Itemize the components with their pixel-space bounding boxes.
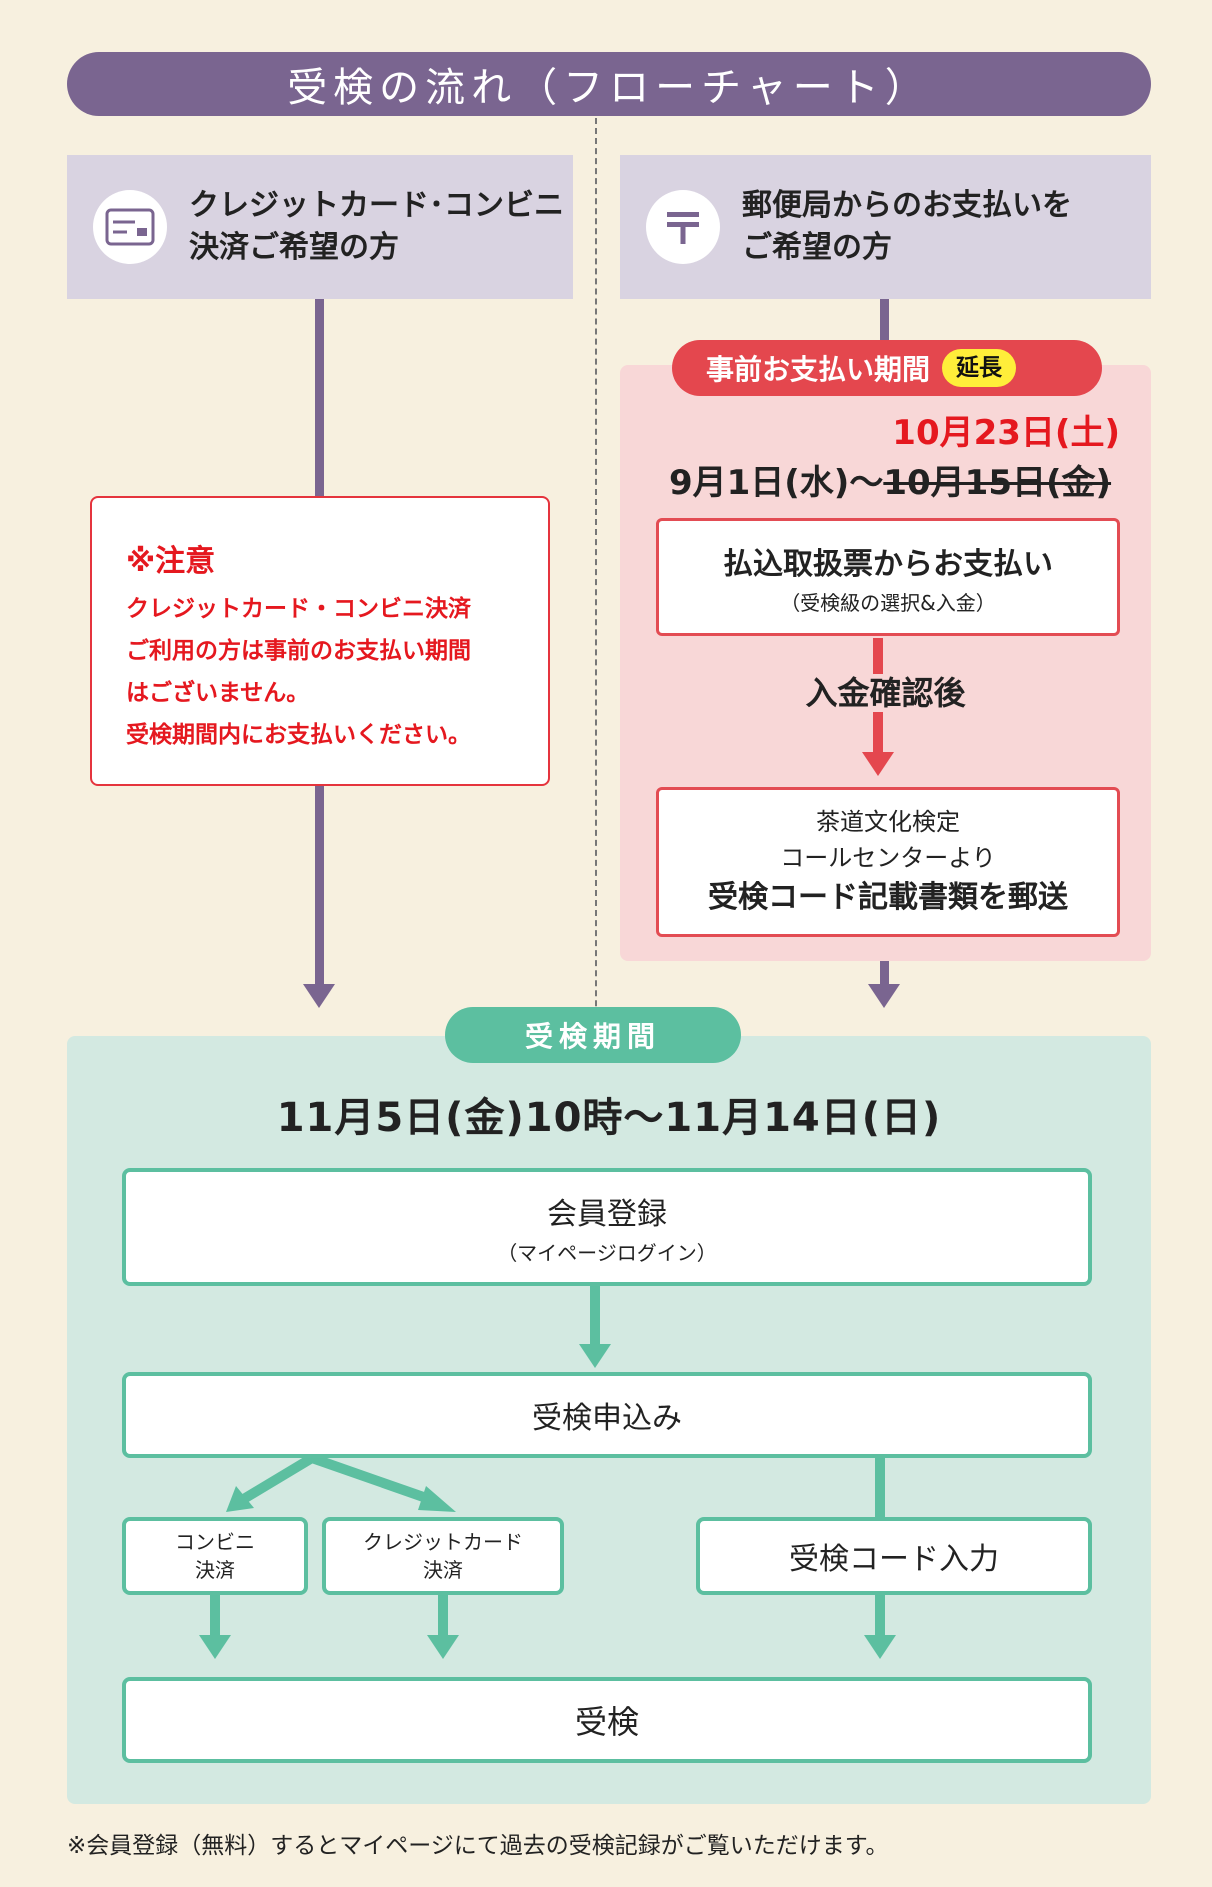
red-arrow-down-icon [862, 752, 894, 776]
left-connector-bottom [315, 786, 324, 986]
note-line: はございません。 [126, 680, 310, 706]
credit-card-payment-step: クレジットカード 決済 [322, 1517, 564, 1595]
convenience-payment-step: コンビニ 決済 [122, 1517, 308, 1595]
green-arrow-down-icon [579, 1344, 611, 1368]
green-arrow-down-icon [199, 1635, 231, 1659]
green-arrow-down-icon [864, 1635, 896, 1659]
member-registration-sub: （マイページログイン） [497, 1240, 717, 1265]
flowchart-title: 受検の流れ（フローチャート） [67, 52, 1151, 116]
exam-application-step: 受検申込み [122, 1372, 1092, 1458]
green-arrow-shaft [590, 1286, 600, 1346]
right-header-text: 郵便局からのお支払いを ご希望の方 [742, 185, 1072, 269]
left-header: クレジットカード･コンビニ 決済ご希望の方 [67, 155, 573, 299]
code-mailing-line1: 茶道文化検定 [816, 808, 960, 836]
exam-application-title: 受検申込み [532, 1401, 682, 1436]
code-mailing-line3: 受検コード記載書類を郵送 [708, 880, 1068, 915]
note-line: ご利用の方は事前のお支払い期間 [126, 638, 471, 664]
exam-code-input-step: 受検コード入力 [696, 1517, 1092, 1595]
after-confirm-text: 入金確認後 [799, 674, 972, 712]
right-header: 郵便局からのお支払いを ご希望の方 [620, 155, 1151, 299]
credit-card-payment-line1: クレジットカード [363, 1530, 523, 1554]
code-mailing-line2: コールセンターより [780, 844, 996, 872]
postal-payment-title: 払込取扱票からお支払い [723, 546, 1053, 582]
convenience-payment-line2: 決済 [195, 1558, 235, 1582]
center-divider [595, 118, 597, 1678]
code-branch-connector [875, 1458, 885, 1518]
after-confirm-label: 入金確認後 [620, 668, 1151, 714]
prepayment-period-dates: 9月1日(水)～10月15日(金) [640, 455, 1140, 504]
note-line: クレジットカード・コンビニ決済 [126, 596, 471, 622]
old-end-date: 10月15日(金) [883, 463, 1112, 503]
right-connector-top [880, 299, 889, 344]
left-header-text: クレジットカード･コンビニ 決済ご希望の方 [189, 185, 564, 269]
postal-payment-sub: （受検級の選択&入金） [780, 590, 996, 615]
postal-mark-icon [646, 190, 720, 264]
credit-card-icon [93, 190, 167, 264]
start-date: 9月1日(水)～ [668, 463, 884, 503]
right-connector-bottom [880, 961, 889, 986]
postal-payment-step: 払込取扱票からお支払い （受検級の選択&入金） [656, 518, 1120, 636]
left-arrow-down-icon [303, 984, 335, 1008]
green-arrow-shaft [438, 1595, 448, 1637]
take-exam-step: 受検 [122, 1677, 1092, 1763]
left-header-line1: クレジットカード･コンビニ [189, 188, 564, 223]
green-arrow-shaft [875, 1595, 885, 1637]
exam-period-label: 受検期間 [445, 1007, 741, 1063]
note-title: ※注意 [126, 544, 216, 579]
right-header-line1: 郵便局からのお支払いを [742, 188, 1072, 223]
left-header-line2: 決済ご希望の方 [189, 230, 399, 265]
left-connector-top [315, 299, 324, 497]
new-end-date: 10月23日(土) [892, 413, 1120, 453]
convenience-payment-line1: コンビニ [175, 1530, 255, 1554]
prepayment-label-text: 事前お支払い期間 [706, 353, 931, 386]
exam-code-input-title: 受検コード入力 [789, 1542, 999, 1577]
take-exam-title: 受検 [574, 1703, 639, 1741]
right-arrow-down-icon [868, 984, 900, 1008]
green-arrow-shaft [210, 1595, 220, 1637]
member-registration-step: 会員登録 （マイページログイン） [122, 1168, 1092, 1286]
extended-badge: 延長 [942, 349, 1017, 387]
payment-note: ※注意 クレジットカード・コンビニ決済 ご利用の方は事前のお支払い期間 はござい… [90, 496, 550, 786]
green-arrow-down-icon [427, 1635, 459, 1659]
member-registration-title: 会員登録 [547, 1196, 667, 1232]
right-header-line2: ご希望の方 [742, 230, 892, 265]
footnote: ※会員登録（無料）するとマイページにて過去の受検記録がご覧いただけます。 [67, 1833, 889, 1859]
code-mailing-step: 茶道文化検定 コールセンターより 受検コード記載書類を郵送 [656, 787, 1120, 937]
branch-arrows-icon [226, 1456, 456, 1512]
note-line: 受検期間内にお支払いください。 [126, 722, 471, 748]
prepayment-period-label: 事前お支払い期間 延長 [672, 340, 1102, 396]
exam-period-dates: 11月5日(金)10時～11月14日(日) [276, 1095, 942, 1141]
credit-card-payment-line2: 決済 [423, 1558, 463, 1582]
